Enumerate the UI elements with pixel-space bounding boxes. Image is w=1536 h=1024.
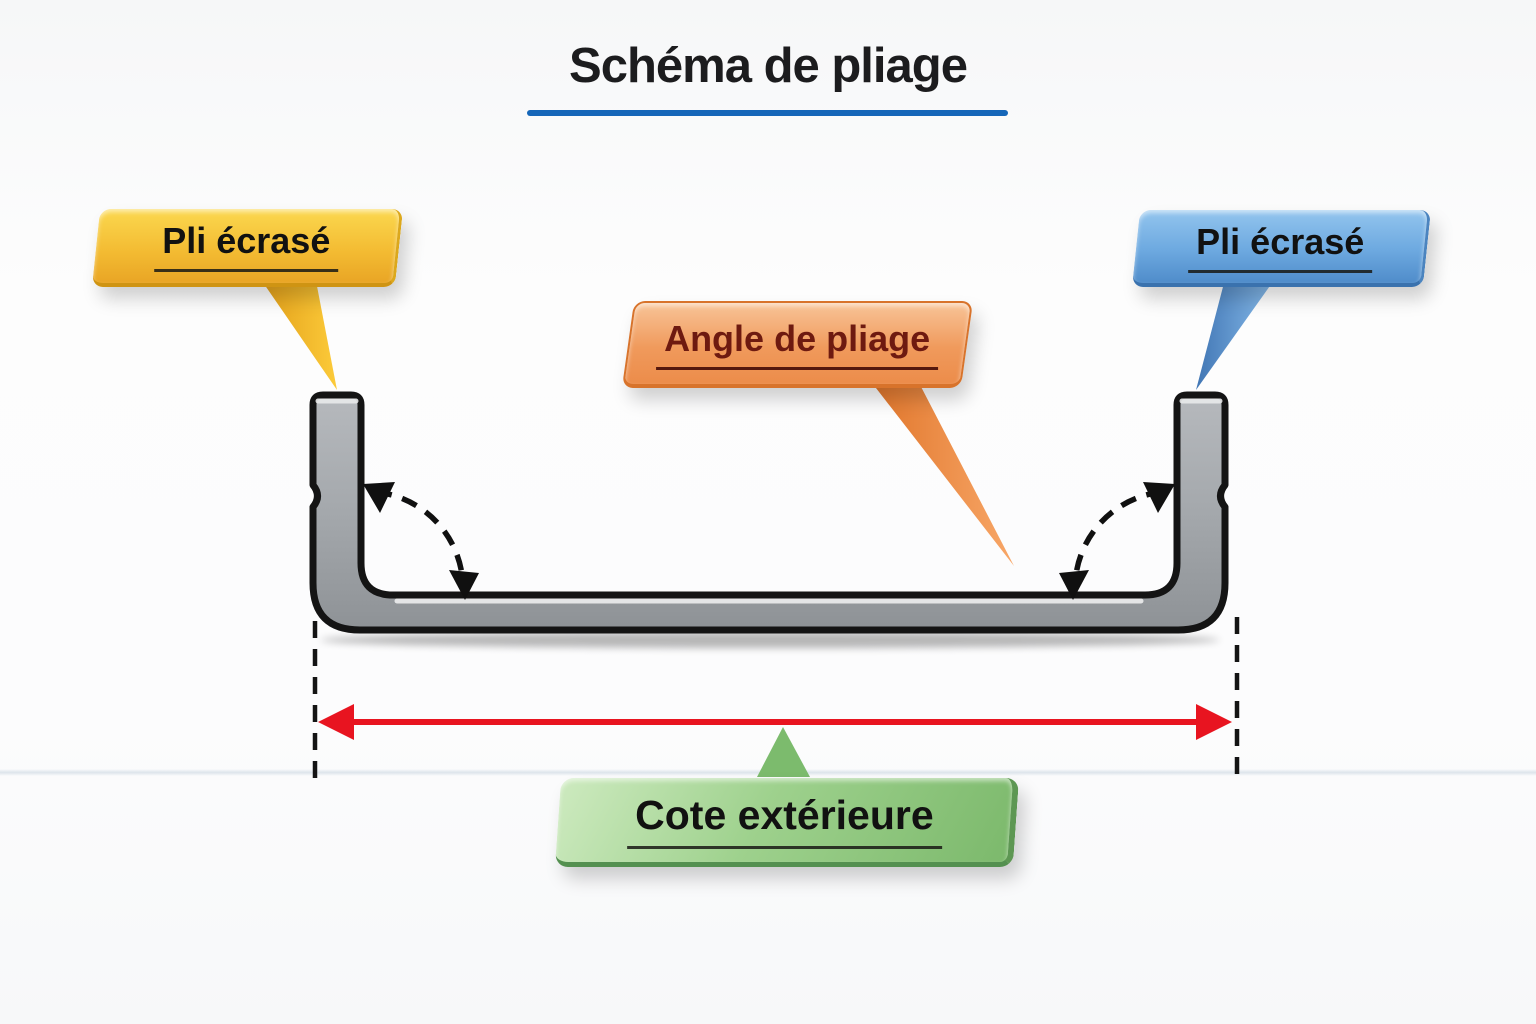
callout-tail-green xyxy=(757,727,810,777)
title-underline xyxy=(527,110,1008,116)
arc-arrowhead-right-bottom xyxy=(1059,570,1089,600)
arc-arrowhead-left-bottom xyxy=(449,570,479,600)
callout-tail-blue xyxy=(1196,283,1272,390)
profile-shadow xyxy=(320,632,1220,648)
callout-pli-ecrase-left-label: Pli écrasé xyxy=(154,220,339,272)
dimension-arrowhead-left xyxy=(318,704,354,740)
arc-arrowhead-left-top xyxy=(363,482,395,513)
callout-angle-de-pliage-label: Angle de pliage xyxy=(656,317,939,370)
page-title: Schéma de pliage xyxy=(569,39,968,93)
callout-tail-orange xyxy=(869,379,1014,566)
arc-arrowhead-right-top xyxy=(1143,482,1175,513)
bend-angle-arc-right xyxy=(1059,482,1175,600)
callout-pli-ecrase-right: Pli écrasé xyxy=(1131,210,1432,287)
dimension-arrow xyxy=(318,704,1232,740)
callout-cote-exterieure-label: Cote extérieure xyxy=(626,791,942,849)
callout-cote-exterieure: Cote extérieure xyxy=(554,778,1020,867)
dimension-arrowhead-right xyxy=(1196,704,1232,740)
callout-pli-ecrase-right-label: Pli écrasé xyxy=(1188,220,1373,273)
callout-angle-de-pliage: Angle de pliage xyxy=(621,301,974,388)
u-channel-profile xyxy=(309,391,1229,634)
bend-angle-arc-left xyxy=(363,482,479,600)
callout-tail-yellow xyxy=(262,281,337,390)
callout-pli-ecrase-left: Pli écrasé xyxy=(91,209,404,287)
